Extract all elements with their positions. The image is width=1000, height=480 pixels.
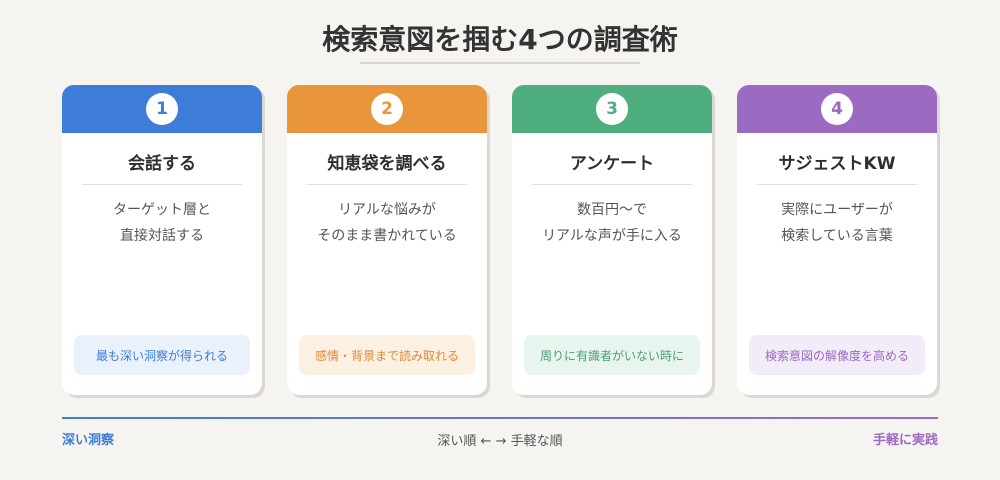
card-description-line: リアルな悩みが bbox=[338, 202, 436, 218]
card-description-line: リアルな声が手に入る bbox=[542, 228, 682, 244]
card-header: 2 bbox=[287, 85, 487, 133]
card-number-badge: 2 bbox=[371, 93, 403, 125]
scale-right-label: 手軽に実践 bbox=[872, 433, 938, 448]
scale-left-label: 深い洞察 bbox=[62, 433, 115, 448]
card-number-badge: 3 bbox=[596, 93, 628, 125]
card-title: アンケート bbox=[569, 154, 655, 174]
card-description: リアルな悩みが そのまま書かれている bbox=[287, 197, 487, 249]
card-description: 実際にユーザーが 検索している言葉 bbox=[737, 197, 937, 249]
card-header: 4 bbox=[737, 85, 937, 133]
title-divider bbox=[360, 62, 640, 64]
card-chiebukuro: 2 知恵袋を調べる リアルな悩みが そのまま書かれている 感情・背景まで読み取れ… bbox=[287, 85, 487, 395]
card-description-line: 実際にユーザーが bbox=[781, 202, 893, 218]
card-divider bbox=[532, 184, 692, 185]
card-suggest-keywords: 4 サジェストKW 実際にユーザーが 検索している言葉 検索意図の解像度を高める bbox=[737, 85, 937, 395]
card-tag: 周りに有識者がいない時に bbox=[524, 335, 700, 375]
card-description-line: 検索している言葉 bbox=[781, 228, 893, 244]
card-title: 会話する bbox=[128, 154, 196, 174]
card-survey: 3 アンケート 数百円〜で リアルな声が手に入る 周りに有識者がいない時に bbox=[512, 85, 712, 395]
card-divider bbox=[757, 184, 917, 185]
card-header: 1 bbox=[62, 85, 262, 133]
card-title: 知恵袋を調べる bbox=[327, 154, 447, 174]
card-description-line: そのまま書かれている bbox=[317, 228, 457, 244]
card-tag: 検索意図の解像度を高める bbox=[749, 335, 925, 375]
card-description: 数百円〜で リアルな声が手に入る bbox=[512, 197, 712, 249]
card-tag: 感情・背景まで読み取れる bbox=[299, 335, 475, 375]
card-number-badge: 4 bbox=[821, 93, 853, 125]
card-description-line: 直接対話する bbox=[120, 228, 204, 244]
card-description-line: 数百円〜で bbox=[577, 202, 647, 218]
card-row: 1 会話する ターゲット層と 直接対話する 最も深い洞察が得られる 2 知恵袋を… bbox=[62, 85, 938, 397]
scale-center-label: 深い順 ← → 手軽な順 bbox=[437, 434, 563, 449]
card-header: 3 bbox=[512, 85, 712, 133]
page-title: 検索意図を掴む4つの調査術 bbox=[322, 23, 678, 56]
scale-axis-line bbox=[62, 417, 938, 419]
card-conversation: 1 会話する ターゲット層と 直接対話する 最も深い洞察が得られる bbox=[62, 85, 262, 395]
card-number-badge: 1 bbox=[146, 93, 178, 125]
card-tag: 最も深い洞察が得られる bbox=[74, 335, 250, 375]
card-description-line: ターゲット層と bbox=[113, 202, 211, 218]
card-divider bbox=[307, 184, 467, 185]
card-divider bbox=[82, 184, 242, 185]
card-description: ターゲット層と 直接対話する bbox=[62, 197, 262, 249]
card-title: サジェストKW bbox=[778, 154, 896, 174]
